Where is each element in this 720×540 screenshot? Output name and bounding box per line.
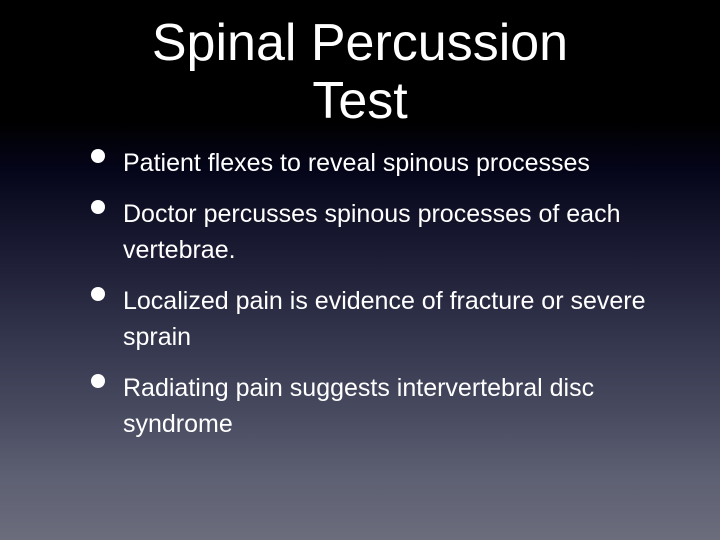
slide-title-line-1: Spinal Percussion: [151, 14, 569, 72]
bullet-item: Radiating pain suggests intervertebral d…: [88, 370, 668, 442]
bullet-text: Localized pain is evidence of fracture o…: [123, 287, 646, 351]
slide-title: Spinal Percussion Test: [0, 14, 720, 130]
bullet-item: Patient flexes to reveal spinous process…: [88, 145, 668, 181]
bullet-text: Doctor percusses spinous processes of ea…: [123, 200, 621, 264]
bullet-list: Patient flexes to reveal spinous process…: [88, 145, 668, 457]
bullet-text: Patient flexes to reveal spinous process…: [123, 149, 590, 177]
bullet-text: Radiating pain suggests intervertebral d…: [123, 374, 595, 438]
bullet-item: Localized pain is evidence of fracture o…: [88, 283, 668, 355]
bullet-dot-icon: [91, 200, 105, 214]
bullet-dot-icon: [91, 287, 105, 301]
bullet-dot-icon: [91, 149, 105, 163]
bullet-item: Doctor percusses spinous processes of ea…: [88, 196, 668, 268]
bullet-dot-icon: [91, 374, 105, 388]
slide-title-line-2: Test: [312, 72, 408, 130]
